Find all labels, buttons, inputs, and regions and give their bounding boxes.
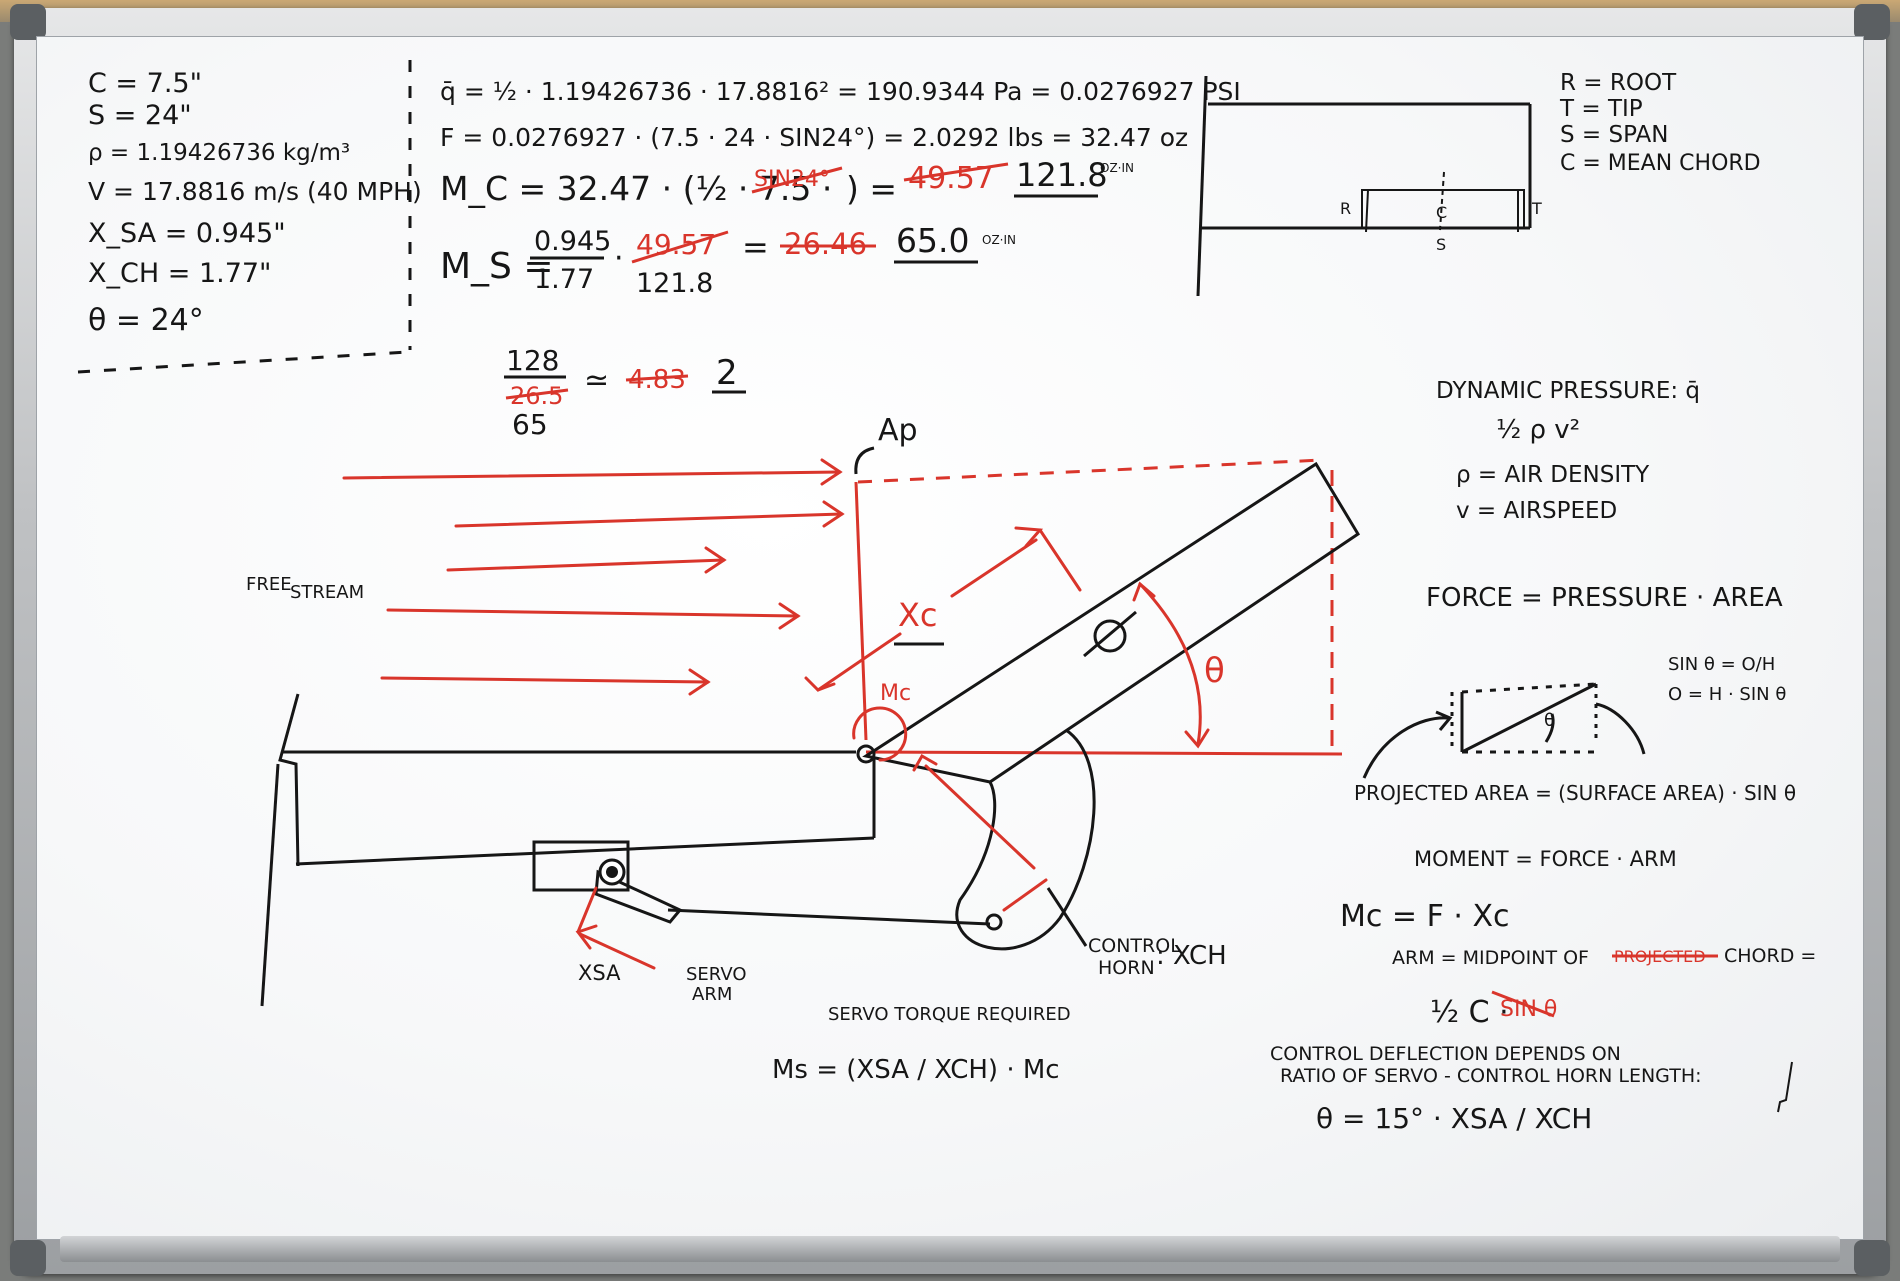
- frame-corner: [1854, 4, 1890, 40]
- label-xsa: XSA: [578, 961, 621, 985]
- control-horn-leader: [1046, 887, 1088, 947]
- legend-chord: C = MEAN CHORD: [1560, 151, 1761, 176]
- legend-tip: T = TIP: [1559, 96, 1643, 122]
- calc-mc-unit: OZ·IN: [1100, 161, 1134, 175]
- label-free: FREE: [246, 574, 292, 595]
- note-force: FORCE = PRESSURE · AREA: [1426, 583, 1783, 613]
- calc-ms-left: M_S =: [440, 246, 554, 287]
- note-deflection-2: RATIO OF SERVO - CONTROL HORN LENGTH:: [1280, 1065, 1702, 1087]
- label-control: CONTROL: [1088, 935, 1181, 957]
- calc-mc-result: 121.8: [1016, 156, 1108, 194]
- strikethrough-mark: [631, 230, 729, 264]
- given-rho: ρ = 1.19426736 kg/m³: [88, 140, 350, 166]
- label-stream: STREAM: [290, 582, 364, 603]
- calc-ms-eq: =: [742, 228, 769, 266]
- strikethrough-mark: [505, 388, 569, 400]
- calc-mc-mid: ) =: [846, 169, 897, 208]
- calc-force: F = 0.0276927 · (7.5 · 24 · SIN24°) = 2.…: [440, 123, 1188, 152]
- diagram-labels: Ap FREE STREAM Xc Mc θ XSA SERVO ARM CON…: [246, 413, 1227, 1085]
- given-v: V = 17.8816 m/s (40 MPH): [88, 177, 422, 206]
- strikethrough-mark: [1491, 990, 1555, 1018]
- note-projected-area: PROJECTED AREA = (SURFACE AREA) · SIN θ: [1354, 781, 1796, 805]
- calc-ms-result: 65.0: [896, 221, 969, 260]
- calc-ms-unit: OZ·IN: [982, 233, 1016, 247]
- ratio-approx: ≃: [584, 363, 609, 398]
- note-mc-eq: Mc = F · Xc: [1340, 899, 1510, 934]
- marker-tray: [60, 1236, 1840, 1262]
- givens-block: C = 7.5" S = 24" ρ = 1.19426736 kg/m³ V …: [88, 68, 422, 338]
- hinge-point: [856, 744, 876, 764]
- label-horn: HORN: [1098, 957, 1155, 979]
- note-sin-def: SIN θ = O/H: [1668, 654, 1775, 675]
- given-xsa: X_SA = 0.945": [88, 218, 286, 249]
- frame-corner: [1854, 1240, 1890, 1276]
- frame-corner: [10, 1240, 46, 1276]
- calculations-block: q̄ = ½ · 1.19426736 · 17.8816² = 190.934…: [440, 77, 1241, 299]
- planform-sketch: [1196, 75, 1532, 297]
- given-c: C = 7.5": [88, 68, 202, 99]
- ratio-block: 128 26.5 65 ≃ 4.83 2: [504, 344, 746, 441]
- ratio-top: 128: [506, 344, 559, 377]
- note-dyn-formula: ½ ρ v²: [1496, 415, 1580, 445]
- tail-structure: [260, 461, 1361, 1007]
- servo-pivot-center: [606, 866, 618, 878]
- strikethrough-mark: [751, 166, 843, 194]
- given-s: S = 24": [88, 100, 192, 131]
- planform-t: T: [1531, 199, 1542, 218]
- strikethrough-mark: [903, 162, 1009, 182]
- note-deflection-1: CONTROL DEFLECTION DEPENDS ON: [1270, 1043, 1621, 1065]
- note-dyn-pressure: DYNAMIC PRESSURE: q̄: [1436, 378, 1700, 404]
- calc-ms-new: 121.8: [636, 268, 713, 299]
- legend-span: S = SPAN: [1560, 122, 1668, 148]
- note-arm-formula: ½ C ·: [1430, 995, 1509, 1030]
- label-ms-formula: Ms = (XSA / XCH) · Mc: [772, 1055, 1060, 1085]
- whiteboard-surface: [36, 36, 1864, 1240]
- planform-c: C: [1436, 203, 1447, 222]
- dimension-marks: [575, 526, 1210, 970]
- center-of-pressure-symbol: [1083, 610, 1137, 658]
- note-moment: MOMENT = FORCE · ARM: [1414, 847, 1677, 871]
- ratio-den: 65: [512, 408, 548, 441]
- note-v-def: v = AIRSPEED: [1456, 498, 1617, 524]
- calc-ms-struck2: 26.46: [784, 227, 867, 261]
- notes-block: DYNAMIC PRESSURE: q̄ ½ ρ v² ρ = AIR DENS…: [1270, 378, 1816, 1135]
- marker-scribble: [1777, 1061, 1793, 1113]
- given-theta: θ = 24°: [88, 303, 204, 338]
- projected-area-outline: [854, 458, 1343, 756]
- label-xc: Xc: [898, 596, 938, 634]
- planform-r: R: [1340, 199, 1351, 218]
- label-arm: ARM: [692, 984, 732, 1005]
- legend-root: R = ROOT: [1560, 70, 1677, 96]
- planform-labels: R T C S R = ROOT T = TIP S = SPAN C = ME…: [1340, 70, 1761, 254]
- horn-attachment: [985, 913, 1003, 931]
- planform-s: S: [1436, 235, 1446, 254]
- ap-leader: [854, 446, 875, 475]
- calc-dot: ·: [614, 241, 624, 276]
- calc-ms-den: 1.77: [534, 264, 594, 295]
- note-deflection-formula: θ = 15° · XSA / XCH: [1316, 1102, 1592, 1135]
- frame-corner: [10, 4, 46, 40]
- projected-area-triangle: [1362, 682, 1646, 779]
- free-stream-arrows: [342, 458, 845, 696]
- calc-ms-num: 0.945: [534, 226, 611, 257]
- label-ap: Ap: [878, 413, 918, 448]
- calc-q: q̄ = ½ · 1.19426736 · 17.8816² = 190.934…: [440, 77, 1241, 106]
- givens-separator: [77, 60, 412, 374]
- label-servo-torque: SERVO TORQUE REQUIRED: [828, 1004, 1071, 1025]
- given-xch: X_CH = 1.77": [88, 258, 271, 289]
- label-theta: θ: [1204, 651, 1225, 691]
- label-servo: SERVO: [686, 964, 747, 985]
- ratio-val: 2: [716, 353, 738, 393]
- note-o-def: O = H · SIN θ: [1668, 684, 1786, 705]
- note-tri-theta: θ: [1544, 710, 1555, 731]
- note-arm-struck2: SIN θ: [1500, 997, 1557, 1022]
- label-xch: : XCH: [1156, 941, 1227, 971]
- note-arm-def-2: CHORD =: [1724, 945, 1816, 967]
- note-arm-def-1: ARM = MIDPOINT OF: [1392, 947, 1589, 969]
- note-rho-def: ρ = AIR DENSITY: [1456, 462, 1650, 488]
- strikethrough-mark: [625, 374, 689, 382]
- label-mc: Mc: [880, 681, 911, 706]
